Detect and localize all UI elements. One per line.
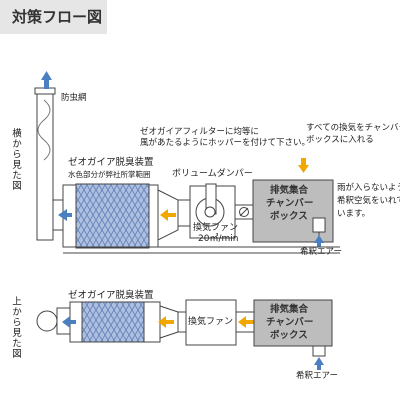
exhaust-up-arrow-icon [41, 71, 52, 89]
bug-net-label: 防虫網 [61, 93, 87, 103]
deodorizer-blue-arrow-icon [58, 209, 72, 221]
bug-net-icon [37, 99, 51, 161]
top-dilution-air-arrow-icon [314, 357, 324, 370]
top-deodorizer-label: ゼオガイア脱臭装置 [68, 290, 154, 301]
damper-icon [234, 204, 254, 220]
top-view-heading: 上から見た図 [10, 296, 21, 359]
page-title: 対策フロー図 [12, 8, 103, 26]
fan-label: 換気ファン [193, 223, 239, 233]
inlet-note-line2: ボックスに入れる [306, 135, 374, 145]
deodorizer-orange-arrow-icon [160, 209, 176, 221]
filter-note-line1: ゼオガイアフィルターに均等に [140, 127, 259, 137]
top-deodorizer-unit [69, 301, 179, 343]
chamber-label-line2: チャンバー [266, 198, 314, 209]
rain-note-line2: 希釈空気をいれて [337, 196, 400, 206]
dilution-air-arrow-icon [314, 232, 324, 247]
filter-note-line2: 風があたるようにホッパーを付けて下さい。 [140, 138, 311, 148]
deodorizer-note: 水色部分が弊社所掌範囲 [68, 170, 151, 179]
chamber-label-line1: 排気集合 [270, 185, 309, 196]
top-dilution-air-label: 希釈エアー [296, 371, 338, 381]
top-exhaust-stack [36, 310, 58, 332]
exhaust-stack [34, 87, 56, 241]
dilution-air-label: 希釈エアー [300, 247, 342, 257]
top-chamber-label-line2: チャンバー [266, 317, 314, 328]
side-duct-mid [177, 199, 191, 227]
top-chamber-label-line1: 排気集合 [270, 304, 309, 315]
inlet-note-line1: すべての換気をチャンバー [306, 123, 400, 133]
top-fan-label: 換気ファン [188, 317, 234, 327]
rain-note-line3: います。 [337, 209, 371, 219]
chamber-inlet-arrow-icon [298, 158, 309, 173]
chamber-box-top [253, 299, 333, 347]
deodorizer-unit [62, 183, 179, 249]
top-orange-arrow-icon-1 [158, 316, 174, 328]
title-tab: 対策フロー図 [0, 0, 107, 34]
fan-flow-label: 20㎥/min [198, 234, 239, 244]
chamber-box-side [252, 179, 334, 243]
top-orange-arrow-icon-2 [238, 316, 254, 328]
damper-label: ボリュームダンパー [172, 169, 253, 179]
top-fan-unit [185, 299, 237, 346]
rain-note-line1: 雨が入らないよう [337, 183, 400, 193]
chamber-label-line3: ボックス [270, 211, 308, 222]
deodorizer-label: ゼオガイア脱臭装置 [68, 157, 154, 168]
top-chamber-label-line3: ボックス [270, 330, 308, 341]
top-blue-arrow-icon [62, 316, 76, 328]
top-dilution-inlet [312, 345, 326, 357]
side-view-heading: 横から見た図 [10, 128, 21, 191]
top-duct-mid [177, 311, 187, 333]
fan-unit [189, 183, 236, 239]
